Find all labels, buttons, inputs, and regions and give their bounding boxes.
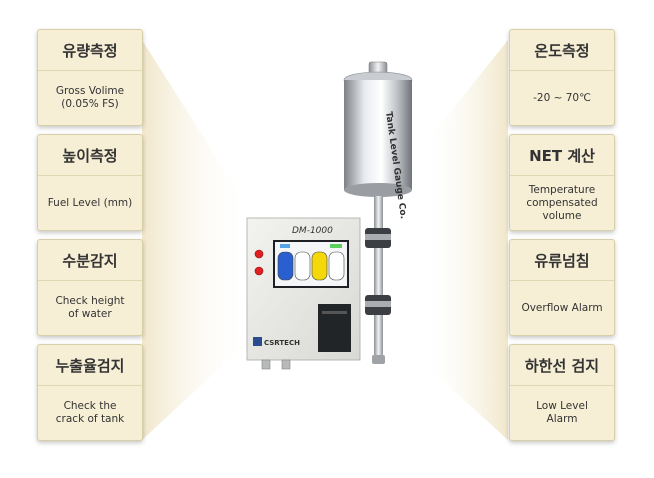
feature-desc: Fuel Level (mm) — [38, 176, 142, 230]
alarm-led-2 — [254, 266, 264, 276]
feature-card-flow: 유량측정 Gross Volime(0.05% FS) — [37, 29, 143, 126]
feature-desc: -20 ~ 70℃ — [510, 71, 614, 125]
desc-line: Temperature — [528, 183, 596, 196]
feature-card-height: 높이측정 Fuel Level (mm) — [37, 134, 143, 231]
console-model: DM-1000 — [292, 226, 333, 236]
feature-title: 누출율검지 — [38, 345, 142, 386]
alarm-led-1 — [254, 249, 264, 259]
desc-line: (0.05% FS) — [61, 98, 119, 110]
probe-body — [344, 80, 412, 190]
desc-line: compensated — [526, 196, 598, 209]
desc-line: Fuel Level (mm) — [47, 196, 133, 209]
probe-rod — [374, 196, 383, 361]
desc-line: -20 ~ 70℃ — [533, 91, 591, 104]
feature-title: NET 계산 — [510, 135, 614, 176]
feature-title: 하한선 검지 — [510, 345, 614, 386]
printer-slot — [322, 311, 347, 314]
desc-line: Overflow Alarm — [521, 301, 603, 314]
desc-line: Gross Volime — [55, 85, 125, 97]
feature-title: 유량측정 — [38, 30, 142, 71]
feature-desc: Overflow Alarm — [510, 281, 614, 335]
brand-logo — [253, 337, 262, 346]
feature-card-overflow: 유류넘침 Overflow Alarm — [509, 239, 615, 336]
feature-card-temperature: 온도측정 -20 ~ 70℃ — [509, 29, 615, 126]
probe-bottom — [344, 183, 412, 197]
probe-tip — [372, 355, 385, 364]
feature-title: 유류넘침 — [510, 240, 614, 281]
screen-header-bar — [330, 244, 342, 248]
feature-desc: Gross Volime(0.05% FS) — [38, 71, 142, 125]
tank-gauge-2 — [294, 251, 311, 281]
desc-line: Alarm — [546, 413, 578, 425]
feature-title: 수분감지 — [38, 240, 142, 281]
desc-line: volume — [542, 209, 582, 222]
feature-title: 높이측정 — [38, 135, 142, 176]
tank-gauge-1 — [277, 251, 294, 281]
console-brand: CSRTECH — [264, 339, 300, 347]
desc-line: Check the — [63, 400, 117, 412]
float-upper-band — [365, 234, 391, 240]
tank-gauge-3 — [311, 251, 328, 281]
desc-line: of water — [68, 308, 112, 320]
screen-header-bar — [280, 244, 290, 248]
feature-title: 온도측정 — [510, 30, 614, 71]
desc-line: Check height — [55, 295, 125, 307]
cable-gland-2 — [281, 359, 291, 370]
tank-gauge-4 — [328, 251, 345, 281]
cable-gland-1 — [261, 359, 271, 370]
desc-line: crack of tank — [55, 413, 125, 425]
float-lower-band — [365, 301, 391, 307]
desc-line: Low Level — [536, 400, 588, 412]
